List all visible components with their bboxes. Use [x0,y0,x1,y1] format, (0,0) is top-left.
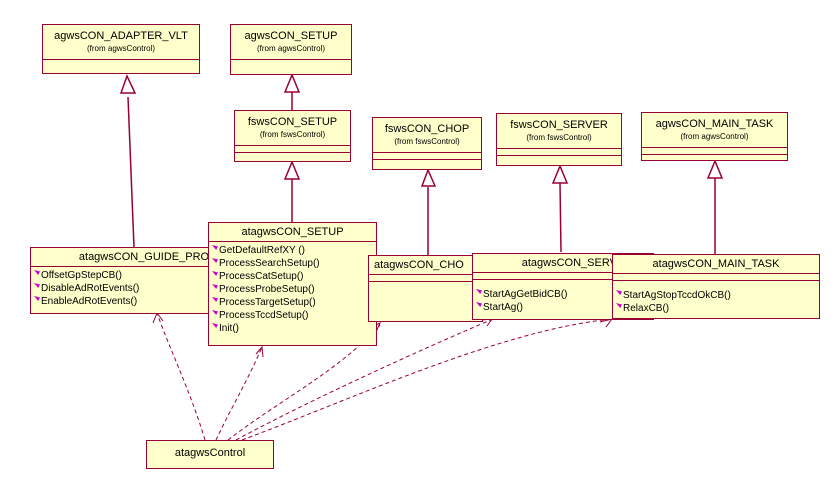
inheritance-arrowhead [706,159,724,179]
public-operation-icon [212,310,218,315]
class-package: (from agwsControl) [680,132,749,141]
operation[interactable]: StartAgStopTccdOkCB() [616,289,819,302]
generalization-guide-to-adapter [127,96,135,248]
dependency-arrowhead [255,345,264,358]
class-atagwscon-setup[interactable]: atagwsCON_SETUP GetDefaultRefXY () Proce… [208,222,377,346]
public-operation-icon [476,302,482,307]
dependency-control-to-guide [156,312,206,441]
operation[interactable]: ProcessTccdSetup() [212,309,376,322]
public-operation-icon [616,290,622,295]
operation[interactable]: RelaxCB() [616,302,819,315]
class-compartment [373,159,481,160]
class-package: (from fswsControl) [526,133,592,142]
inheritance-arrowhead [283,73,301,93]
operation[interactable]: ProcessCatSetup() [212,270,376,283]
class-name: atagwsControl [174,447,246,459]
generalization-ataserver-to-fswsserver [559,182,562,253]
class-name: fswsCON_SERVER [510,119,608,131]
inheritance-arrowhead [119,74,137,94]
class-name: fswsCON_CHOP [384,123,470,135]
operation[interactable]: GetDefaultRefXY () [212,244,376,257]
operations-compartment: StartAgStopTccdOkCB() RelaxCB() [613,280,819,317]
class-fswscon-chop[interactable]: fswsCON_CHOP (from fswsControl) [372,117,482,170]
class-name: agwsCON_ADAPTER_VLT [54,30,188,42]
class-compartment [497,155,621,156]
class-atagwscon-main-task[interactable]: atagwsCON_MAIN_TASK StartAgStopTccdOkCB(… [612,254,820,319]
public-operation-icon [212,284,218,289]
class-atagwscon-guide-pro[interactable]: atagwsCON_GUIDE_PRO OffsetGpStepCB() Dis… [30,247,218,314]
inheritance-arrowhead [420,168,437,187]
operations-compartment [369,281,482,282]
operations-compartment: StartAgGetBidCB() StartAg() [473,279,653,316]
class-name: atagwsCON_SETUP [241,226,344,238]
class-name: agwsCON_MAIN_TASK [655,118,774,130]
class-compartment [231,59,351,60]
operation[interactable]: StartAgGetBidCB() [476,288,653,301]
public-operation-icon [212,297,218,302]
public-operation-icon [212,323,218,328]
class-name: agwsCON_SETUP [244,30,338,42]
class-agwscon-main-task[interactable]: agwsCON_MAIN_TASK (from agwsControl) [641,112,788,161]
public-operation-icon [212,258,218,263]
class-atagwscontrol[interactable]: atagwsControl [146,440,274,469]
class-compartment [497,148,621,155]
class-agwscon-adapter-vlt[interactable]: agwsCON_ADAPTER_VLT (from agwsControl) [42,24,200,74]
operation[interactable]: Init() [212,322,376,335]
class-name: atagwsCON_CHO [374,259,464,271]
class-agwscon-setup[interactable]: agwsCON_SETUP (from agwsControl) [230,24,352,75]
class-compartment [373,152,481,159]
class-package: (from agwsControl) [256,44,325,53]
operations-compartment: OffsetGpStepCB() DisableAdRotEvents() En… [31,266,217,310]
class-fswscon-setup[interactable]: fswsCON_SETUP (from fswsControl) [234,110,351,162]
class-compartment [43,59,199,74]
public-operation-icon [34,283,40,288]
operation[interactable]: DisableAdRotEvents() [34,282,217,295]
public-operation-icon [34,296,40,301]
inheritance-arrowhead [551,164,569,184]
class-compartment [235,152,350,153]
class-compartment [369,274,482,281]
operation[interactable]: ProcessProbeSetup() [212,283,376,296]
public-operation-icon [212,245,218,250]
dependency-control-to-ataserver [235,318,494,441]
operation[interactable]: EnableAdRotEvents() [34,295,217,308]
operations-compartment: GetDefaultRefXY () ProcessSearchSetup() … [209,241,376,337]
class-package: (from agwsControl) [86,44,155,53]
public-operation-icon [476,289,482,294]
class-compartment [613,273,819,280]
class-atagwscon-chop[interactable]: atagwsCON_CHO [368,255,483,322]
class-package: (from fswsControl) [259,130,326,139]
class-compartment [642,154,787,155]
class-name: atagwsCON_SERVE [521,257,625,269]
class-package: (from fswsControl) [394,137,460,146]
operation[interactable]: StartAg() [476,301,653,314]
class-compartment [235,145,350,152]
inheritance-arrowhead [283,160,301,180]
public-operation-icon [212,271,218,276]
class-name: fswsCON_SETUP [247,116,338,128]
dependency-control-to-atamaintask [241,318,613,441]
operation[interactable]: ProcessSearchSetup() [212,257,376,270]
public-operation-icon [616,303,622,308]
class-name: atagwsCON_MAIN_TASK [652,258,780,270]
class-fswscon-server[interactable]: fswsCON_SERVER (from fswsControl) [496,113,622,166]
class-name: atagwsCON_GUIDE_PRO [78,251,210,263]
public-operation-icon [34,270,40,275]
class-compartment [473,272,653,279]
class-compartment [642,147,787,154]
dependency-arrowhead [152,311,164,324]
dependency-control-to-atasetup [215,346,263,441]
operation[interactable]: OffsetGpStepCB() [34,269,217,282]
operation[interactable]: ProcessTargetSetup() [212,296,376,309]
